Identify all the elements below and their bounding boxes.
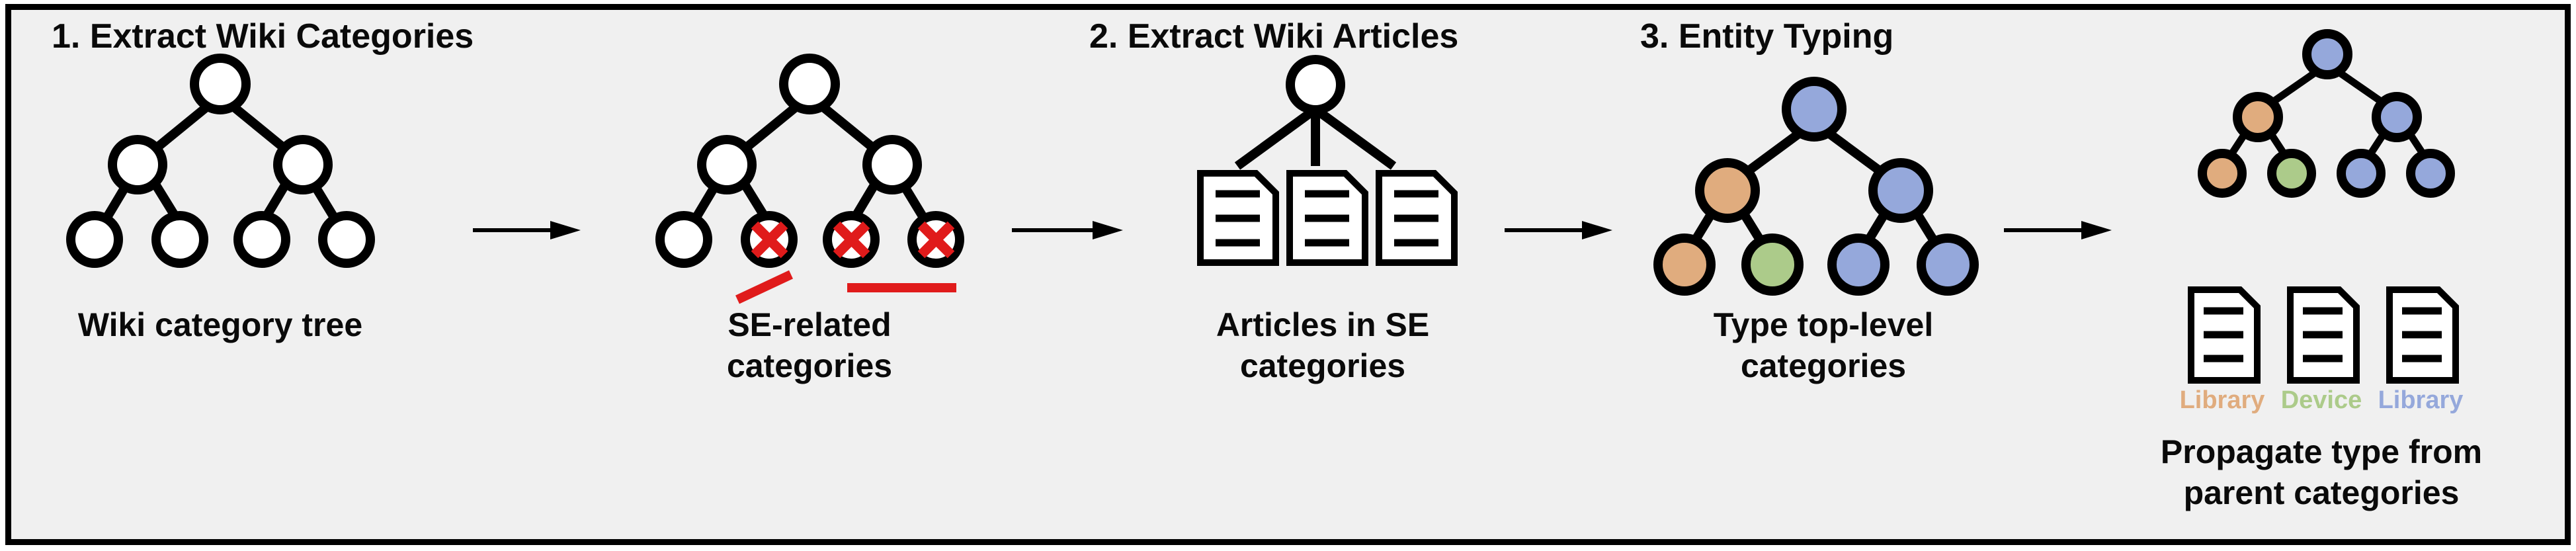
tree1-node-mid-left	[108, 135, 167, 194]
tree3-node-category	[1286, 55, 1345, 114]
tree5-node-leaf-3	[2337, 149, 2386, 198]
panel-caption-3-line-2: categories	[1240, 347, 1405, 384]
panel-type-top-level-categories: Type top-level categories	[1653, 77, 1979, 384]
arrow-2-head	[1093, 221, 1123, 239]
tree2-node-mid-right	[862, 135, 922, 194]
tree1-node-root	[190, 54, 251, 114]
panel-caption-3-line-1: Articles in SE	[1216, 306, 1429, 343]
tree5-node-leaf-2	[2267, 149, 2316, 198]
tree5-node-root	[2302, 29, 2352, 79]
arrow-3	[1505, 221, 1612, 239]
article-document-1	[1197, 170, 1279, 266]
panel-wiki-category-tree: Wiki category tree	[66, 54, 375, 343]
tree2-node-root	[779, 54, 840, 114]
panel-propagate-type-from-parent: Library Device Library Propagate type fr…	[2161, 29, 2482, 511]
panel-caption-2-line-2: categories	[727, 347, 892, 384]
step-title-3: 3. Entity Typing	[1640, 17, 1893, 56]
panel-caption-2-line-1: SE-related	[727, 306, 891, 343]
article-document-3	[1376, 170, 1458, 266]
arrow-1-head	[550, 221, 581, 239]
x-mark-1	[751, 221, 788, 259]
tree4-node-leaf-1	[1653, 233, 1716, 296]
tree4-node-leaf-2	[1741, 233, 1804, 296]
tree1-node-leaf-2	[151, 211, 208, 268]
tree1-node-leaf-1	[66, 211, 123, 268]
tree2-node-leaf-1	[655, 211, 712, 268]
step-title-1: 1. Extract Wiki Categories	[52, 17, 474, 56]
panel-articles-in-se-categories: Articles in SE categories	[1197, 55, 1458, 384]
tree4-node-leaf-3	[1827, 233, 1890, 296]
tree5-node-mid-right	[2372, 92, 2422, 142]
panel-caption-4-line-1: Type top-level	[1714, 306, 1933, 343]
tree1-node-leaf-4	[318, 211, 375, 268]
panel-caption-5-line-1: Propagate type from	[2161, 433, 2482, 470]
type-label-1: Library	[2180, 386, 2265, 414]
panel-caption-1-line-1: Wiki category tree	[78, 306, 362, 343]
tree1-node-leaf-3	[233, 211, 290, 268]
type-label-3: Library	[2378, 386, 2464, 414]
article-document-2	[1286, 170, 1368, 266]
panel-caption-4-line-2: categories	[1741, 347, 1906, 384]
cut-mark-1	[735, 270, 793, 304]
tree4-node-mid-left	[1695, 158, 1760, 223]
tree2-node-mid-left	[697, 135, 757, 194]
typed-document-1	[2188, 286, 2261, 384]
type-label-2: Device	[2281, 386, 2362, 414]
x-mark-3	[917, 221, 955, 259]
arrow-2	[1012, 221, 1123, 239]
step-title-2: 2. Extract Wiki Articles	[1089, 17, 1458, 56]
typed-document-2	[2287, 286, 2360, 384]
arrow-4-head	[2081, 221, 2112, 239]
tree5-node-mid-left	[2233, 92, 2283, 142]
tree5-node-leaf-1	[2198, 149, 2247, 198]
tree1-node-mid-right	[273, 135, 333, 194]
arrow-1	[473, 221, 581, 239]
panel-se-related-categories: SE-related categories	[655, 54, 964, 384]
panel-caption-5-line-2: parent categories	[2184, 474, 2460, 511]
tree4-node-leaf-4	[1917, 233, 1979, 296]
tree4-node-root	[1782, 77, 1847, 142]
tree4-node-mid-right	[1868, 158, 1933, 223]
arrow-4	[2004, 221, 2112, 239]
tree3-edge-right	[1312, 105, 1397, 170]
tree5-node-leaf-4	[2406, 149, 2455, 198]
tree3-edge-left	[1234, 105, 1319, 170]
x-mark-2	[833, 221, 870, 259]
arrow-3-head	[1582, 221, 1612, 239]
typed-document-3	[2386, 286, 2459, 384]
